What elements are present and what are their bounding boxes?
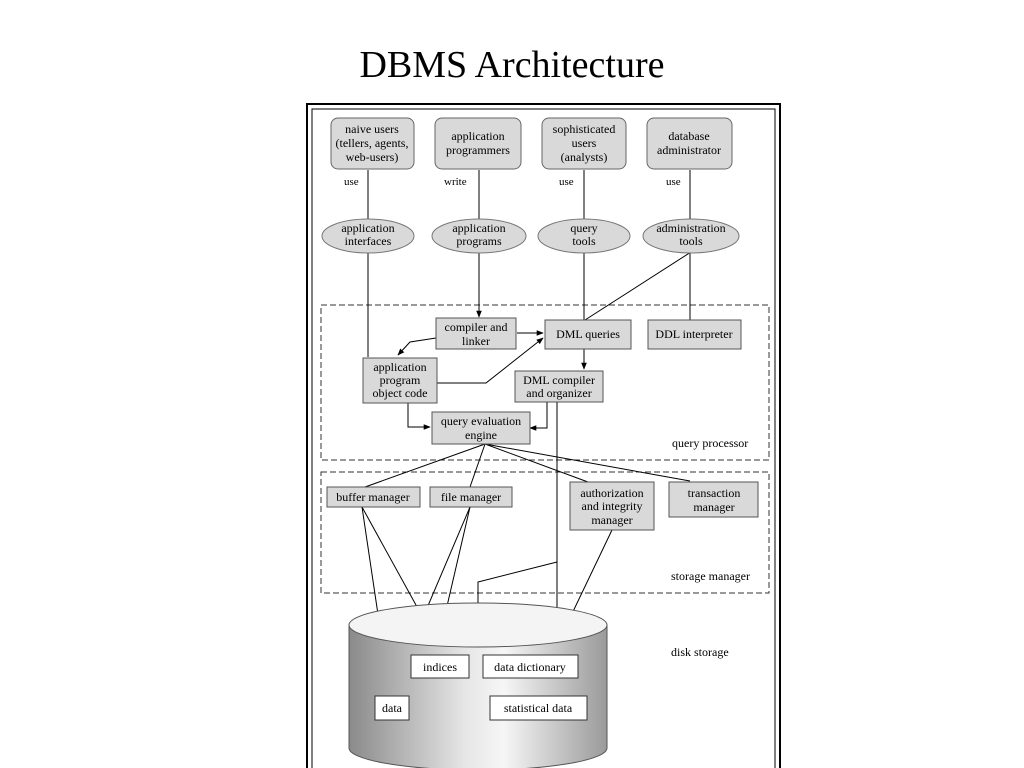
svg-text:query evaluation: query evaluation bbox=[441, 414, 521, 428]
authorization-integrity-manager-box: authorization and integrity manager bbox=[569, 481, 655, 531]
naive-users-line2: (tellers, agents, bbox=[336, 136, 409, 150]
edge-label-write: write bbox=[444, 176, 467, 188]
svg-text:tools: tools bbox=[572, 234, 596, 248]
data-box: data bbox=[374, 695, 410, 721]
svg-text:query: query bbox=[570, 221, 597, 235]
svg-text:application: application bbox=[341, 221, 394, 235]
svg-text:authorization: authorization bbox=[580, 486, 643, 500]
svg-text:tools: tools bbox=[679, 234, 703, 248]
edge-label-use-sophisticated: use bbox=[559, 176, 574, 188]
edge-label-use-dba: use bbox=[666, 176, 681, 188]
dml-queries-box: DML queries bbox=[544, 319, 632, 350]
sophisticated-line3: (analysts) bbox=[561, 150, 608, 164]
svg-text:administration: administration bbox=[656, 221, 725, 235]
storage-manager-region bbox=[320, 471, 770, 594]
svg-text:DML queries: DML queries bbox=[556, 327, 620, 341]
application-interfaces-ellipse: application interfaces bbox=[321, 218, 415, 254]
indices-box: indices bbox=[410, 654, 470, 679]
sophisticated-line2: users bbox=[572, 136, 597, 150]
file-manager-box: file manager bbox=[429, 486, 513, 508]
svg-text:interfaces: interfaces bbox=[345, 234, 392, 248]
naive-users-line3: web-users) bbox=[346, 150, 399, 164]
edge-label-use-naive: use bbox=[344, 176, 359, 188]
svg-text:and integrity: and integrity bbox=[582, 499, 643, 513]
svg-text:data dictionary: data dictionary bbox=[494, 660, 566, 674]
svg-text:application: application bbox=[373, 360, 426, 374]
svg-text:program: program bbox=[380, 373, 421, 387]
svg-text:DML compiler: DML compiler bbox=[523, 373, 595, 387]
svg-text:engine: engine bbox=[465, 428, 497, 442]
storage-manager-label: storage manager bbox=[671, 569, 750, 583]
programmers-line1: application bbox=[451, 129, 504, 143]
dml-compiler-box: DML compiler and organizer bbox=[514, 370, 604, 403]
disk-storage-label: disk storage bbox=[671, 645, 729, 659]
svg-text:file manager: file manager bbox=[441, 490, 501, 504]
database-administrator-box: database administrator bbox=[646, 117, 733, 170]
svg-text:manager: manager bbox=[591, 513, 632, 527]
svg-text:DDL interpreter: DDL interpreter bbox=[655, 327, 732, 341]
naive-users-line1: naive users bbox=[345, 122, 399, 136]
sophisticated-line1: sophisticated bbox=[553, 122, 616, 136]
disk-cylinder bbox=[348, 602, 608, 768]
svg-text:object code: object code bbox=[373, 386, 428, 400]
transaction-manager-box: transaction manager bbox=[668, 481, 759, 518]
svg-text:programs: programs bbox=[456, 234, 502, 248]
statistical-data-box: statistical data bbox=[489, 695, 588, 721]
dba-line2: administrator bbox=[657, 143, 721, 157]
administration-tools-ellipse: administration tools bbox=[642, 218, 740, 254]
application-programs-ellipse: application programs bbox=[431, 218, 527, 254]
svg-text:application: application bbox=[452, 221, 505, 235]
svg-text:transaction: transaction bbox=[688, 486, 741, 500]
query-processor-label: query processor bbox=[672, 436, 748, 450]
svg-text:compiler and: compiler and bbox=[445, 320, 508, 334]
svg-text:and organizer: and organizer bbox=[526, 386, 591, 400]
application-programmers-box: application programmers bbox=[434, 117, 522, 170]
query-processor-region bbox=[320, 304, 770, 461]
figure-frame bbox=[306, 103, 781, 768]
svg-text:indices: indices bbox=[423, 660, 457, 674]
ddl-interpreter-box: DDL interpreter bbox=[647, 319, 742, 350]
dba-line1: database bbox=[668, 129, 709, 143]
query-evaluation-engine-box: query evaluation engine bbox=[431, 411, 531, 445]
programmers-line2: programmers bbox=[446, 143, 510, 157]
svg-text:statistical data: statistical data bbox=[504, 701, 573, 715]
svg-text:manager: manager bbox=[693, 500, 734, 514]
compiler-linker-box: compiler and linker bbox=[435, 317, 517, 350]
buffer-manager-box: buffer manager bbox=[326, 486, 421, 508]
slide-title: DBMS Architecture bbox=[359, 44, 665, 86]
svg-text:buffer manager: buffer manager bbox=[336, 490, 409, 504]
svg-text:data: data bbox=[382, 701, 403, 715]
query-tools-ellipse: query tools bbox=[537, 218, 631, 254]
application-object-code-box: application program object code bbox=[362, 357, 438, 404]
sophisticated-users-box: sophisticated users (analysts) bbox=[541, 117, 627, 170]
svg-text:linker: linker bbox=[462, 334, 490, 348]
data-dictionary-box: data dictionary bbox=[482, 654, 579, 679]
naive-users-box: naive users (tellers, agents, web-users) bbox=[330, 117, 415, 170]
